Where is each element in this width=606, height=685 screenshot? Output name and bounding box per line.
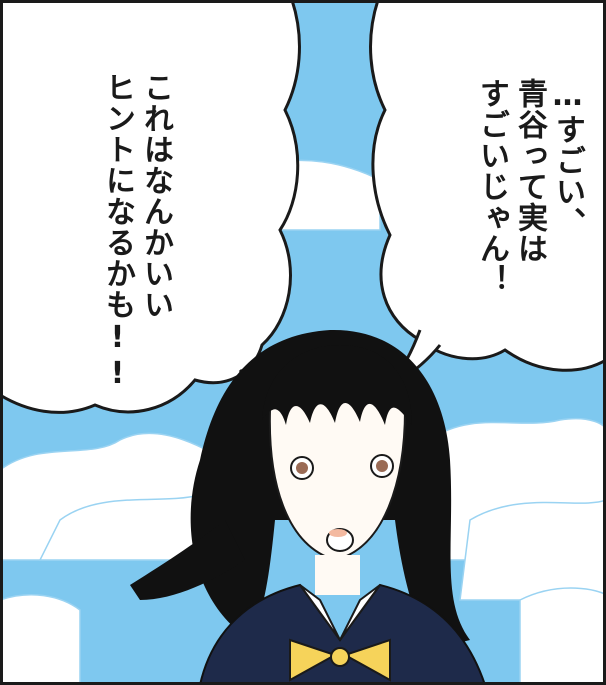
- speech-line: これはなんかいい: [138, 72, 173, 320]
- speech-line: 青谷って実は: [512, 78, 547, 264]
- hair-strand: [130, 520, 245, 600]
- left-iris: [296, 462, 308, 474]
- speech-bubble-left: [0, 0, 301, 414]
- speech-text-right: …すごい、 青谷って実は すごいじゃん！: [472, 78, 586, 295]
- speech-line: ヒントになるかも!!: [100, 72, 135, 392]
- bow-tie: [289, 638, 391, 682]
- mouth-shadow: [329, 529, 347, 537]
- neck: [315, 555, 360, 595]
- speech-line: …すごい、: [550, 78, 585, 238]
- girl-character: [130, 329, 487, 685]
- speech-text-left: これはなんかいい ヒントになるかも!!: [98, 72, 174, 392]
- speech-bubble-right: [369, 0, 606, 372]
- bangs: [262, 345, 412, 425]
- collar: [299, 584, 381, 641]
- right-iris: [376, 460, 388, 472]
- speech-line: すごいじゃん！: [474, 78, 509, 295]
- bow-knot: [330, 647, 350, 667]
